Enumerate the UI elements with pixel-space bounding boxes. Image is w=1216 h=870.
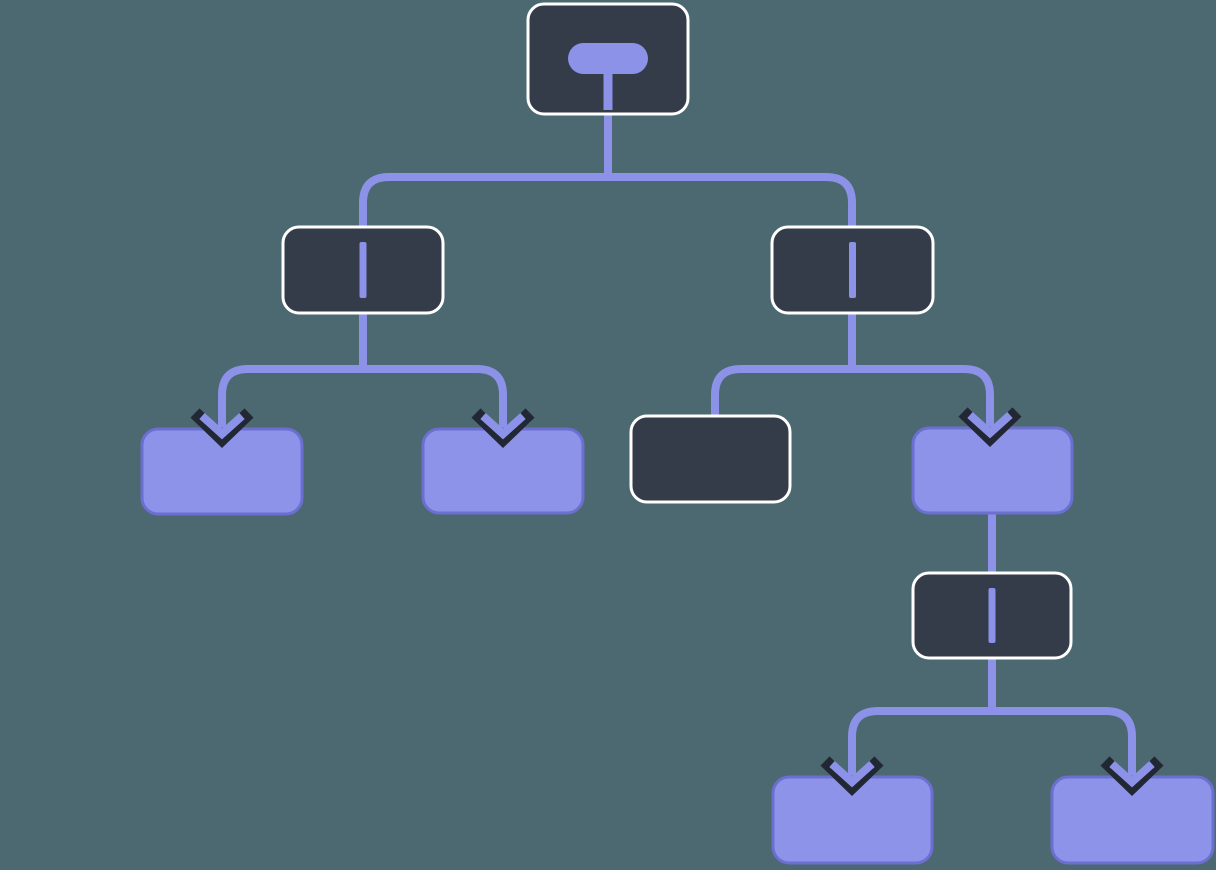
- branch-node-left[interactable]: [281, 225, 445, 315]
- arrow-down-icon: [471, 408, 535, 449]
- dark-node-body[interactable]: [629, 414, 792, 504]
- edge-level1-bar: [359, 173, 856, 227]
- empty-dark-node[interactable]: [629, 414, 792, 504]
- pass-through-line: [988, 588, 996, 643]
- arrow-down-icon: [820, 756, 884, 797]
- pass-through-line: [849, 242, 856, 298]
- edge-bottom-bar: [848, 707, 1136, 782]
- branch-node-right[interactable]: [770, 225, 935, 315]
- arrow-down-icon: [1100, 756, 1164, 797]
- arrow-down-icon: [190, 408, 254, 449]
- pill-handle-icon: [568, 43, 648, 110]
- pass-through-line: [359, 242, 367, 298]
- edge-left-bar: [218, 365, 507, 434]
- arrow-down-icon: [958, 407, 1022, 448]
- root-node[interactable]: [526, 2, 690, 116]
- edge-right-bar: [711, 365, 994, 433]
- branch-node-bottom[interactable]: [911, 571, 1073, 660]
